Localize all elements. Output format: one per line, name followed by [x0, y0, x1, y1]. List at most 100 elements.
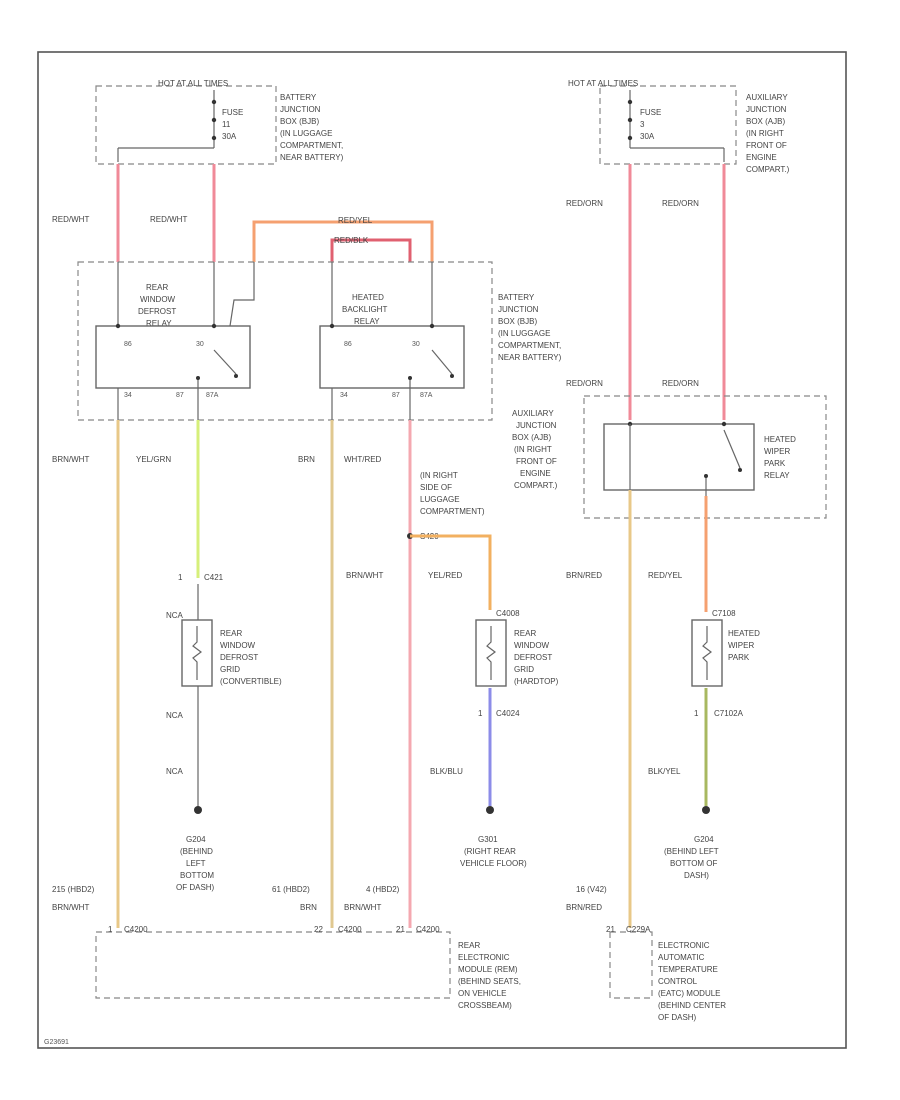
connector-c4008: C4008 — [496, 609, 520, 618]
ajb-relay-location: AUXILIARY JUNCTION BOX (AJB) (IN RIGHT F… — [512, 409, 558, 490]
svg-text:(IN LUGGAGE: (IN LUGGAGE — [498, 329, 550, 338]
wiper-park-name: HEATED WIPER PARK — [728, 629, 760, 662]
svg-text:34: 34 — [340, 392, 348, 399]
svg-text:NEAR BATTERY): NEAR BATTERY) — [280, 153, 344, 162]
connector-c229a: C229A — [626, 925, 651, 934]
grid-conv-element — [192, 626, 202, 680]
svg-text:BRN/WHT: BRN/WHT — [52, 903, 89, 912]
grid-hard-element — [486, 626, 496, 680]
svg-text:ENGINE: ENGINE — [520, 469, 551, 478]
wire-label-brn-wht-1: BRN/WHT — [52, 455, 89, 464]
wiper-relay-switch — [723, 429, 741, 469]
rem-box — [95, 931, 451, 999]
rear-relay-body — [95, 325, 251, 389]
svg-text:AUXILIARY: AUXILIARY — [512, 409, 554, 418]
svg-text:DEFROST: DEFROST — [514, 653, 552, 662]
bottom-circuit-labels: 215 (HBD2) BRN/WHT 61 (HBD2) BRN 4 (HBD2… — [52, 885, 607, 912]
rear-defrost-grid-convertible: 1 C421 NCA REAR WINDOW DEFROST GRID (CON… — [166, 573, 282, 808]
wire-label-red-yel: RED/YEL — [338, 216, 373, 225]
svg-text:RELAY: RELAY — [764, 471, 790, 480]
bjb-fuse-box — [95, 85, 277, 165]
connector-c4200-3: C4200 — [416, 925, 440, 934]
bjb-relay-location: BATTERY JUNCTION BOX (BJB) (IN LUGGAGE C… — [498, 293, 562, 362]
left-hot-label: HOT AT ALL TIMES — [158, 79, 228, 88]
ajb-location-label: AUXILIARY JUNCTION BOX (AJB) (IN RIGHT F… — [746, 93, 790, 174]
svg-text:FRONT OF: FRONT OF — [746, 141, 787, 150]
eatc-box — [609, 931, 653, 999]
svg-text:PARK: PARK — [728, 653, 750, 662]
svg-text:COMPART.): COMPART.) — [514, 481, 558, 490]
svg-text:AUTOMATIC: AUTOMATIC — [658, 953, 705, 962]
svg-text:FRONT OF: FRONT OF — [516, 457, 557, 466]
wire-label-brn-wht-2: BRN/WHT — [346, 571, 383, 580]
svg-text:JUNCTION: JUNCTION — [498, 305, 539, 314]
svg-text:30A: 30A — [222, 132, 237, 141]
ajb-fuse-box — [599, 85, 737, 165]
svg-text:(BEHIND SEATS,: (BEHIND SEATS, — [458, 977, 521, 986]
heated-backlight-relay: HEATED BACKLIGHT RELAY 86 30 34 87 87A — [319, 262, 465, 420]
svg-text:HEATED: HEATED — [728, 629, 760, 638]
ground-g301: G301 (RIGHT REAR VEHICLE FLOOR) — [460, 806, 527, 868]
svg-text:JUNCTION: JUNCTION — [516, 421, 557, 430]
svg-text:GRID: GRID — [220, 665, 240, 674]
wire-label-wht-red: WHT/RED — [344, 455, 382, 464]
svg-text:BOTTOM: BOTTOM — [180, 871, 214, 880]
svg-text:(IN RIGHT: (IN RIGHT — [746, 129, 784, 138]
eatc-module: 21 C229A ELECTRONIC AUTOMATIC TEMPERATUR… — [606, 925, 726, 1022]
connector-c421: C421 — [204, 573, 224, 582]
wire-label-red-orn-2: RED/ORN — [662, 199, 699, 208]
wire-label-red-wht-2: RED/WHT — [150, 215, 187, 224]
wire-label-brn: BRN — [298, 455, 315, 464]
svg-text:(IN RIGHT: (IN RIGHT — [420, 471, 458, 480]
svg-text:22: 22 — [314, 925, 323, 934]
svg-text:BRN: BRN — [300, 903, 317, 912]
svg-text:BOTTOM OF: BOTTOM OF — [670, 859, 718, 868]
wire-label-red-yel-2: RED/YEL — [648, 571, 683, 580]
svg-text:SIDE OF: SIDE OF — [420, 483, 452, 492]
svg-text:BACKLIGHT: BACKLIGHT — [342, 305, 387, 314]
connector-c4024: C4024 — [496, 709, 520, 718]
svg-text:LUGGAGE: LUGGAGE — [420, 495, 460, 504]
wire-red-yel — [252, 220, 434, 262]
svg-text:NEAR BATTERY): NEAR BATTERY) — [498, 353, 562, 362]
svg-text:HEATED: HEATED — [352, 293, 384, 302]
eatc-name: ELECTRONIC AUTOMATIC TEMPERATURE CONTROL… — [658, 941, 726, 1022]
svg-text:(BEHIND CENTER: (BEHIND CENTER — [658, 1001, 726, 1010]
left-power-section: HOT AT ALL TIMES FUSE 11 30A BATTERY JUN… — [95, 79, 344, 165]
svg-text:NCA: NCA — [166, 767, 184, 776]
svg-text:BRN/RED: BRN/RED — [566, 903, 602, 912]
fuse-3-label: FUSE — [640, 108, 661, 117]
wire-label-red-wht-1: RED/WHT — [52, 215, 89, 224]
bjb-relay-box — [77, 261, 493, 421]
grid-conv-name: REAR WINDOW DEFROST GRID (CONVERTIBLE) — [220, 629, 282, 686]
svg-text:G301: G301 — [478, 835, 498, 844]
page-frame — [37, 51, 847, 1049]
svg-text:ON VEHICLE: ON VEHICLE — [458, 989, 506, 998]
svg-text:BATTERY: BATTERY — [280, 93, 317, 102]
svg-text:REAR: REAR — [514, 629, 536, 638]
svg-text:COMPARTMENT): COMPARTMENT) — [420, 507, 485, 516]
svg-text:16 (V42): 16 (V42) — [576, 885, 607, 894]
svg-text:WIPER: WIPER — [728, 641, 754, 650]
svg-text:VEHICLE FLOOR): VEHICLE FLOOR) — [460, 859, 527, 868]
wire-label-yel-grn: YEL/GRN — [136, 455, 171, 464]
wire-red-blk — [330, 238, 412, 262]
svg-text:87A: 87A — [206, 392, 219, 399]
svg-text:JUNCTION: JUNCTION — [280, 105, 321, 114]
svg-text:BRN/WHT: BRN/WHT — [344, 903, 381, 912]
right-power-section: HOT AT ALL TIMES FUSE 3 30A AUXILIARY JU… — [568, 79, 790, 174]
bjb-location-label: BATTERY JUNCTION BOX (BJB) (IN LUGGAGE C… — [280, 93, 344, 162]
heated-wiper-park: C7108 HEATED WIPER PARK 1 C7102A — [691, 609, 760, 718]
svg-text:AUXILIARY: AUXILIARY — [746, 93, 788, 102]
svg-text:RELAY: RELAY — [146, 319, 172, 328]
svg-text:87: 87 — [392, 392, 400, 399]
backlight-relay-name: HEATED BACKLIGHT RELAY — [342, 293, 387, 326]
rear-electronic-module: 1 C4200 22 C4200 21 C4200 REAR ELECTRONI… — [95, 925, 521, 1010]
svg-text:86: 86 — [124, 341, 132, 348]
svg-text:JUNCTION: JUNCTION — [746, 105, 787, 114]
svg-text:ENGINE: ENGINE — [746, 153, 777, 162]
svg-text:(IN LUGGAGE: (IN LUGGAGE — [280, 129, 332, 138]
wire-yel-red — [410, 534, 492, 610]
svg-text:30A: 30A — [640, 132, 655, 141]
ground-g204-left: G204 (BEHIND LEFT BOTTOM OF DASH) — [176, 806, 215, 892]
